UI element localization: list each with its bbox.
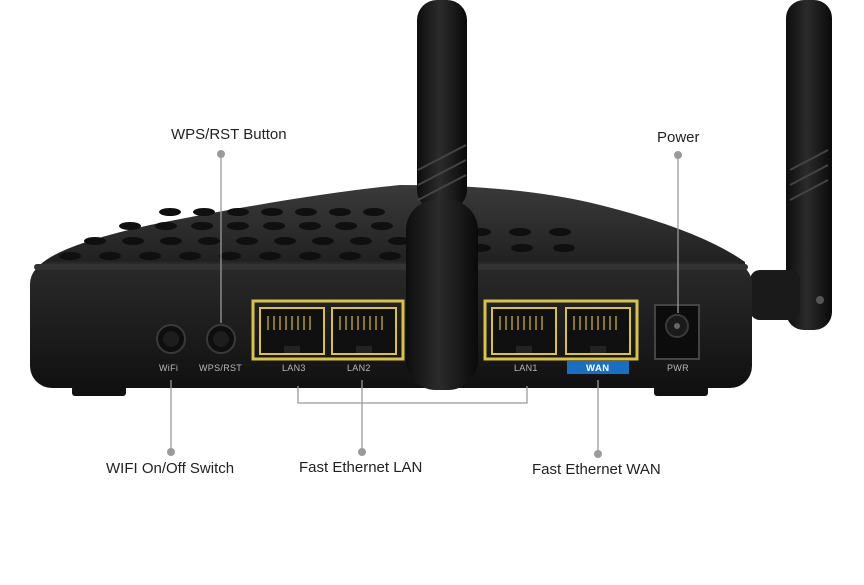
vent-hole [155, 222, 177, 230]
callout-wifi-switch: WIFI On/Off Switch [106, 460, 235, 477]
callout-fast-ethernet-wan: Fast Ethernet WAN [532, 461, 661, 478]
wifi-callout-dot [167, 448, 175, 456]
vent-hole [299, 252, 321, 260]
vent-hole [139, 252, 161, 260]
vent-hole [261, 208, 283, 216]
vent-hole [236, 237, 258, 245]
vent-hole [227, 222, 249, 230]
wan-callout-dot [594, 450, 602, 458]
label-wan: WAN [586, 363, 610, 374]
label-wps-rst: WPS/RST [199, 363, 242, 373]
power-callout-dot [674, 151, 682, 159]
vent-hole [553, 244, 575, 252]
vent-hole [160, 237, 182, 245]
vent-hole [263, 222, 285, 230]
lan-callout-dot [358, 448, 366, 456]
vent-hole [193, 208, 215, 216]
wps-rst-button [206, 324, 236, 354]
vent-hole [227, 208, 249, 216]
wan-badge [567, 361, 629, 374]
router-top-shell [40, 185, 745, 272]
label-pwr: PWR [667, 363, 689, 373]
vent-hole [329, 208, 351, 216]
vent-hole [179, 252, 201, 260]
power-jack [654, 304, 700, 360]
vent-hole [509, 228, 531, 236]
vent-hole [122, 237, 144, 245]
vent-hole [191, 222, 213, 230]
callout-lines [170, 154, 679, 454]
vent-hole [388, 237, 410, 245]
callout-wps-rst-button: WPS/RST Button [171, 126, 287, 143]
vent-hole [511, 244, 533, 252]
label-lan1: LAN1 [514, 363, 538, 373]
center-antenna [406, 0, 478, 390]
vent-hole [549, 228, 571, 236]
vent-hole [219, 252, 241, 260]
lan-port-block-left [251, 299, 405, 361]
vent-hole [259, 252, 281, 260]
vent-hole [371, 222, 393, 230]
vent-hole [299, 222, 321, 230]
label-lan3: LAN3 [282, 363, 306, 373]
label-wifi: WiFi [159, 363, 178, 373]
callout-fast-ethernet-lan: Fast Ethernet LAN [299, 459, 423, 476]
vent-hole [339, 252, 361, 260]
vent-hole [295, 208, 317, 216]
label-lan2: LAN2 [347, 363, 371, 373]
vent-hole [363, 208, 385, 216]
vent-holes [59, 208, 575, 260]
vent-hole [159, 208, 181, 216]
vent-hole [379, 252, 401, 260]
vent-hole [350, 237, 372, 245]
lan-bracket [297, 386, 528, 404]
vent-hole [274, 237, 296, 245]
callout-power: Power [657, 129, 700, 146]
vent-hole [119, 222, 141, 230]
lan-wan-port-block [483, 299, 639, 361]
callout-dots [167, 150, 682, 458]
vent-hole [99, 252, 121, 260]
vent-hole [84, 237, 106, 245]
vent-hole [335, 222, 357, 230]
vent-hole [198, 237, 220, 245]
right-antenna [750, 0, 832, 330]
wifi-button [156, 324, 186, 354]
vent-hole [59, 252, 81, 260]
wps-callout-dot [217, 150, 225, 158]
vent-hole [312, 237, 334, 245]
